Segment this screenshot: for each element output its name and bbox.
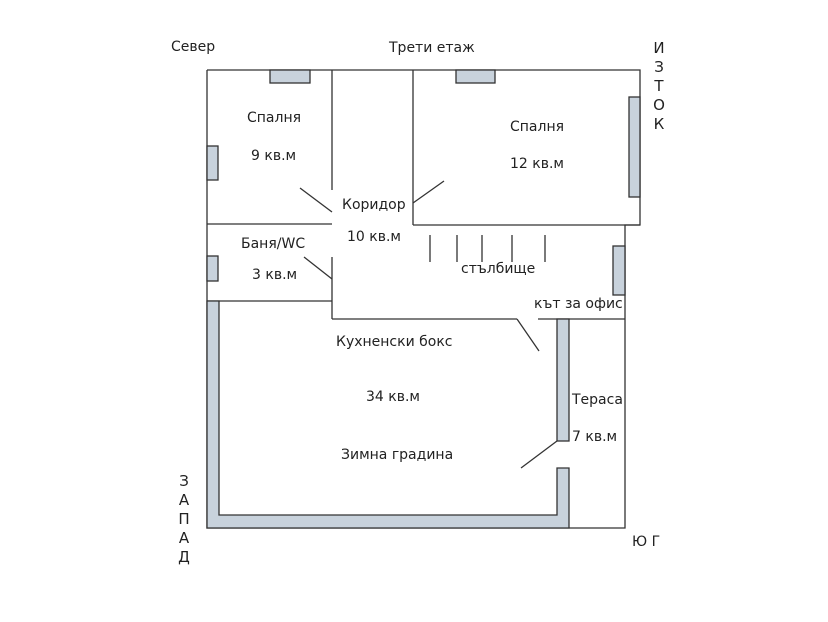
compass-east-letter: Т (654, 77, 664, 95)
room-terrace-name: Тераса (572, 392, 623, 408)
room-stairs-name: стълбище (461, 261, 536, 277)
room-bedroom-small-area: 9 кв.м (251, 148, 297, 164)
window-bedroom-small-top (269, 69, 311, 84)
room-corridor-name: Коридор (342, 197, 406, 213)
window-bedroom-small-side (206, 145, 219, 181)
compass-east-letter: И (653, 39, 665, 57)
room-bathroom-name: Баня/WC (241, 236, 306, 252)
room-office-name: кът за офис (534, 296, 623, 312)
compass-west-letter: Д (178, 548, 190, 566)
room-bedroom-large-name: Спалня (510, 119, 565, 135)
compass-west-letter: П (178, 510, 190, 528)
room-bedroom-large-area: 12 кв.м (510, 156, 564, 172)
room-kitchen-name: Кухненски бокс (336, 334, 453, 350)
compass-east-letter: К (653, 115, 665, 133)
compass-south: Ю Г (632, 534, 661, 550)
door-bathroom (303, 256, 333, 280)
window-bedroom-large-side (628, 96, 641, 198)
compass-east-letter: О (653, 96, 665, 114)
room-corridor-area: 10 кв.м (347, 229, 401, 245)
window-office-side (612, 245, 626, 296)
room-kitchen-area: 34 кв.м (366, 389, 420, 405)
window-bathroom-side (206, 255, 219, 282)
door-bedroom-large (412, 180, 445, 204)
window-bedroom-large-top (455, 69, 496, 84)
compass-east-letter: З (654, 58, 664, 76)
room-bedroom-small-name: Спалня (247, 110, 302, 126)
compass-west-letter: А (178, 491, 190, 509)
door-bedroom-small (299, 187, 333, 213)
door-terrace (520, 440, 558, 469)
room-terrace-area: 7 кв.м (572, 429, 618, 445)
room-bathroom-area: 3 кв.м (252, 267, 298, 283)
glazing-terrace (556, 318, 570, 442)
door-kitchen (516, 318, 540, 352)
room-winter-garden-name: Зимна градина (341, 447, 454, 463)
glazing-winter-garden (206, 300, 570, 529)
compass-west-letter: З (179, 472, 189, 490)
page-title: Трети етаж (389, 40, 475, 56)
compass-north: Север (171, 39, 216, 55)
compass-west-letter: А (178, 529, 190, 547)
